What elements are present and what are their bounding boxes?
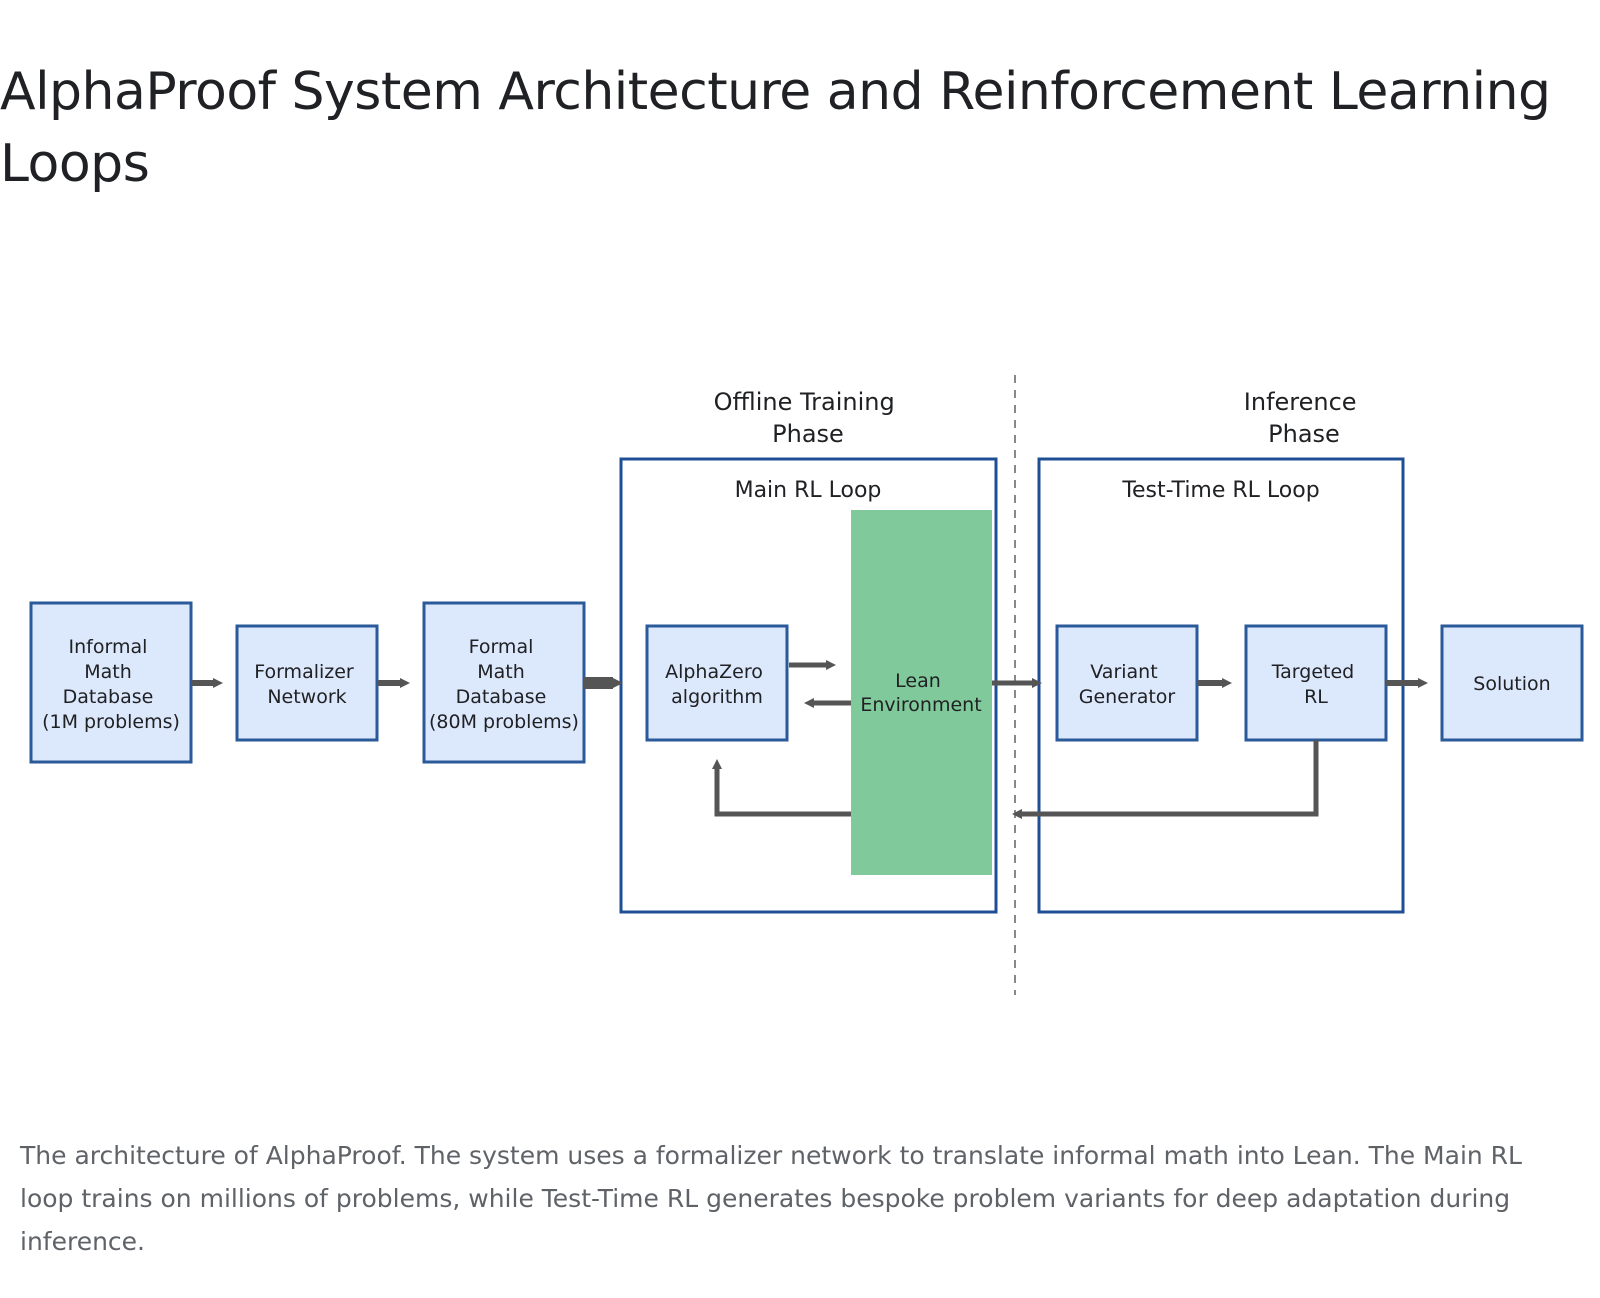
targeted-rl-node — [1244, 624, 1388, 742]
lean-environment-label: Lean Environment — [860, 670, 981, 716]
formal-math-database-label: Formal Math Database (80M problems) — [429, 636, 579, 733]
solution-node — [1440, 624, 1584, 742]
informal-math-database-label: Informal Math Database (1M problems) — [42, 636, 180, 733]
formalizer-network-node — [235, 624, 379, 742]
arrow-lean-loop-back-to-alphazero — [712, 759, 851, 817]
arrow-targeted-back-to-lean — [1012, 740, 1319, 819]
alphazero-algorithm-label: AlphaZero algorithm — [665, 661, 769, 708]
figure-caption: The architecture of AlphaProof. The syst… — [20, 1141, 1522, 1256]
targeted-rl-label: Targeted RL — [1271, 661, 1361, 708]
solution-label: Solution — [1473, 673, 1550, 695]
offline-phase-label: Offline Training Phase — [714, 388, 903, 448]
inference-phase-label: Inference Phase — [1244, 388, 1364, 448]
informal-math-database-node — [29, 601, 193, 764]
formalizer-network-label: Formalizer Network — [254, 661, 360, 708]
page-title: AlphaProof System Architecture and Reinf… — [0, 62, 1551, 194]
lean-environment-node — [851, 510, 992, 875]
variant-generator-label: Variant Generator — [1079, 661, 1176, 708]
main-rl-loop-label: Main RL Loop — [735, 478, 882, 503]
test-time-rl-loop-label: Test-Time RL Loop — [1121, 478, 1319, 503]
alphazero-algorithm-node — [645, 624, 789, 742]
variant-generator-node — [1055, 624, 1199, 742]
